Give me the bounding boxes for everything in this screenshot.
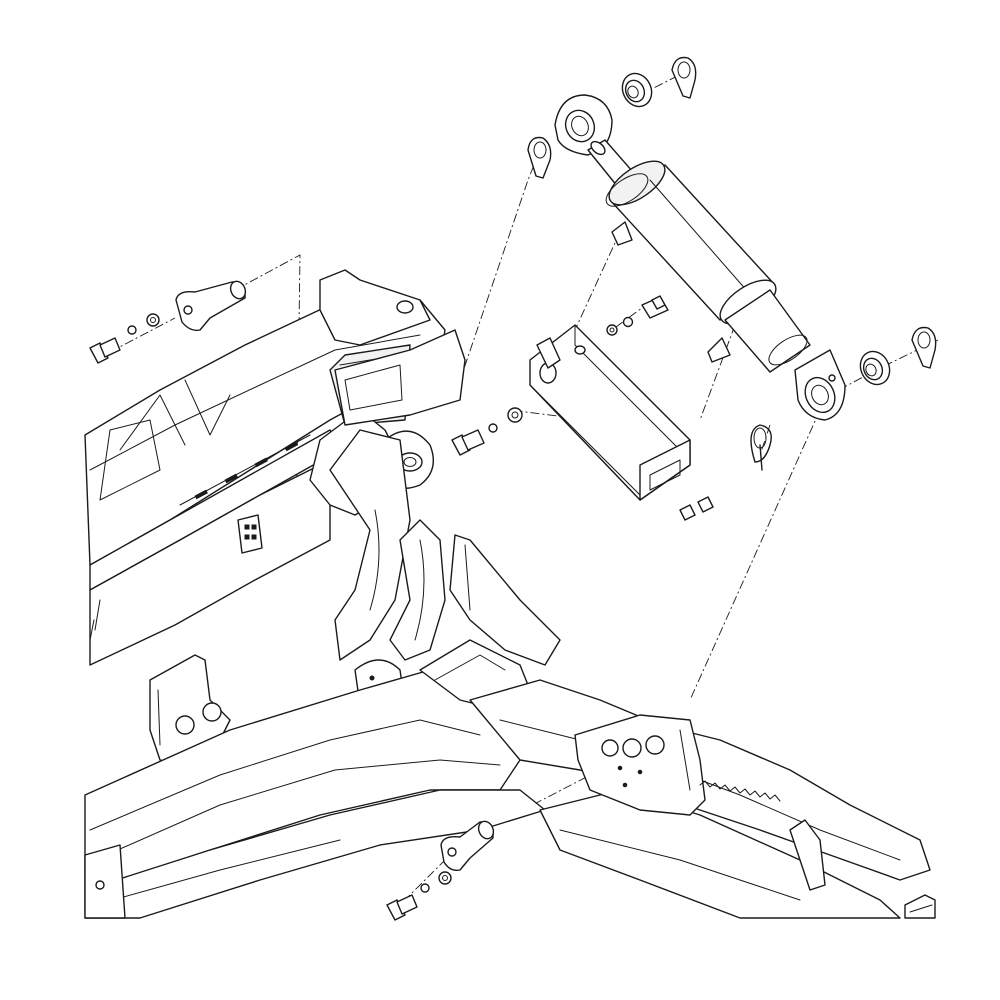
hydraulic-cylinder [554, 94, 846, 421]
bolt-bracket-bottom [679, 504, 696, 521]
lock-washer-middle [488, 423, 498, 433]
flat-washer-middle [507, 407, 523, 423]
loader-frame [84, 269, 936, 919]
bolt-middle [451, 434, 471, 456]
bolt-lower [386, 899, 406, 921]
cylinder-mount-bracket [529, 324, 691, 501]
boom-slots [194, 441, 298, 500]
bolt-upper [89, 342, 109, 364]
lock-washer-upper [127, 325, 137, 335]
washer-bracket-top [622, 316, 634, 328]
lock-washer-lower [420, 883, 430, 893]
flat-washer-upper [146, 313, 160, 327]
torsion-spring [750, 424, 772, 471]
flat-washer-lower [438, 871, 452, 885]
hardware [89, 56, 937, 921]
